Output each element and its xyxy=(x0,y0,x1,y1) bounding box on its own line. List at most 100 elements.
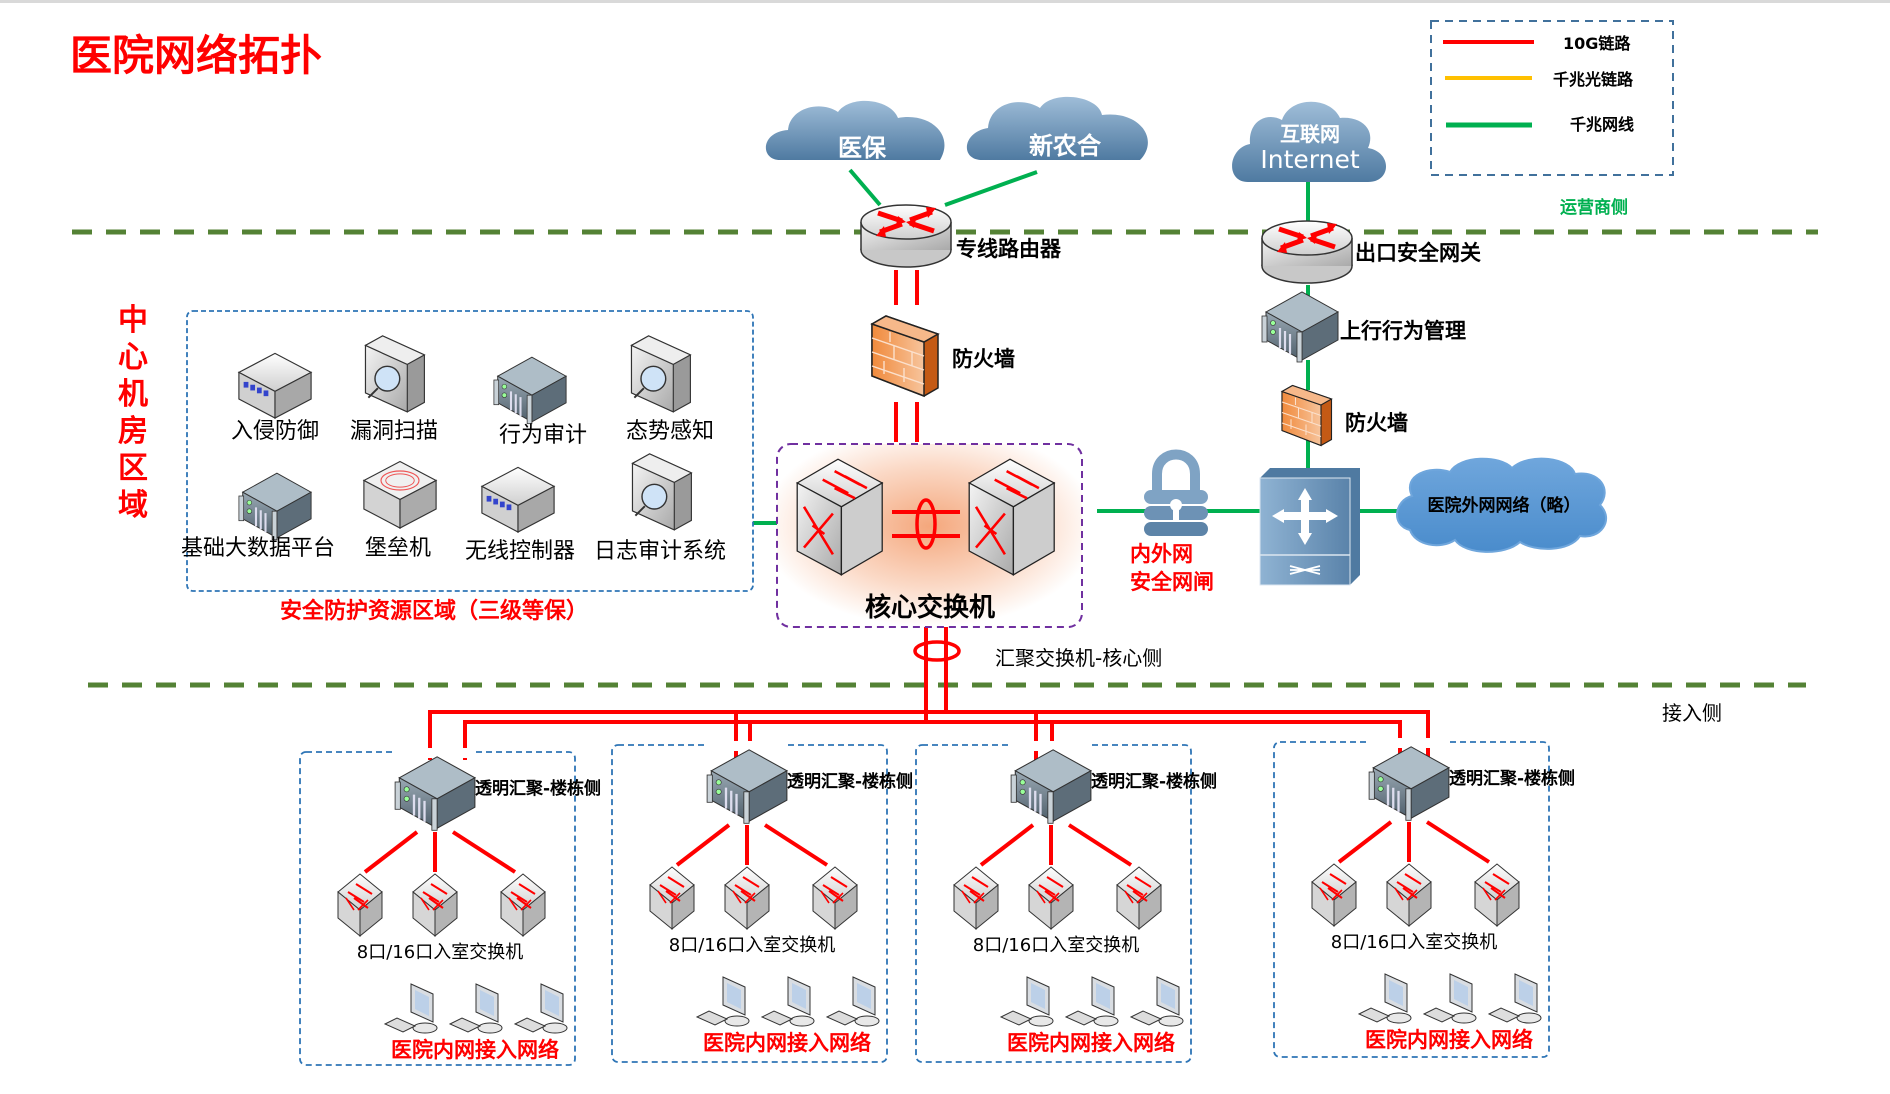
workstation-icon xyxy=(1358,973,1412,1024)
security-item: 漏洞扫描 xyxy=(350,334,438,444)
legend-box xyxy=(1430,20,1674,176)
access-switch-icon xyxy=(953,866,999,930)
access-switch-icon xyxy=(724,866,770,930)
access-links xyxy=(979,823,1133,867)
workstation-icon xyxy=(1065,976,1119,1027)
bastion-icon xyxy=(363,460,437,529)
workstation-icon xyxy=(1488,973,1542,1024)
access-side-label: 接入侧 xyxy=(1662,701,1722,725)
security-item: 堡垒机 xyxy=(363,460,437,561)
workstation-icon xyxy=(384,983,438,1034)
security-item-label: 无线控制器 xyxy=(465,539,575,564)
access-links xyxy=(1337,820,1491,864)
legend-label-copper: 千兆网线 xyxy=(1570,115,1634,134)
access-switch-icon xyxy=(412,873,458,937)
legend-label-10g: 10G链路 xyxy=(1563,34,1631,53)
security-item-label: 日志审计系统 xyxy=(594,539,726,564)
network-label: 医院内网接入网络 xyxy=(1365,1028,1533,1052)
cloud-medical-insurance: 医保 xyxy=(765,100,945,162)
legend: 10G链路 千兆光链路 千兆网线 xyxy=(1430,20,1674,176)
workstation-icon xyxy=(1130,976,1184,1027)
svg-text:新农合: 新农合 xyxy=(1029,132,1102,160)
svg-text:医保: 医保 xyxy=(838,134,887,162)
aggregation-core-side-label: 汇聚交换机-核心侧 xyxy=(995,646,1162,670)
datacenter-zone-label: 中心机房区域 xyxy=(118,303,148,523)
network-label: 医院内网接入网络 xyxy=(391,1038,559,1062)
core-switch-a-icon xyxy=(795,457,884,577)
aggregation-label: 透明汇聚-楼栋侧 xyxy=(787,771,913,792)
access-switch-label: 8口/16口入室交换机 xyxy=(669,935,835,956)
core-switch-group: 核心交换机 xyxy=(776,443,1083,628)
security-item: 日志审计系统 xyxy=(594,452,726,564)
workstation-icon xyxy=(826,976,880,1027)
net-gap-lock-icon xyxy=(1144,449,1208,536)
uplink-behavior-server-icon xyxy=(1260,290,1340,364)
svg-text:互联网: 互联网 xyxy=(1280,122,1340,146)
top-border xyxy=(0,0,1890,3)
net-gap-label-line2: 安全网闸 xyxy=(1130,570,1214,594)
firewall-core-icon xyxy=(871,315,939,397)
scanner-icon xyxy=(631,452,693,531)
aggregation-label: 透明汇聚-楼栋侧 xyxy=(1091,771,1217,792)
gap-switch-icon xyxy=(1259,468,1360,586)
security-item-label: 漏洞扫描 xyxy=(350,419,438,444)
security-item: 行为审计 xyxy=(492,356,587,448)
cloud-rural-coop: 新农合 xyxy=(966,96,1148,160)
egress-gateway-label: 出口安全网关 xyxy=(1355,241,1481,265)
security-item-label: 态势感知 xyxy=(626,419,714,444)
aggregation-server-icon xyxy=(1367,745,1451,822)
access-switch-icon xyxy=(1028,866,1074,930)
lag-bundle-aggregation xyxy=(913,640,961,662)
access-switch-icon xyxy=(337,873,383,937)
uplink-behavior-label: 上行行为管理 xyxy=(1340,319,1466,343)
egress-gateway-icon xyxy=(1262,221,1352,283)
security-item-label: 基础大数据平台 xyxy=(181,536,335,561)
aggregation-server-icon xyxy=(393,755,477,832)
access-links xyxy=(675,823,829,867)
page-title: 医院网络拓扑 xyxy=(70,31,322,80)
server-icon xyxy=(237,472,313,541)
cloud-external-network: 医院外网网络（略） xyxy=(1396,457,1607,553)
svg-text:医院外网网络（略）: 医院外网网络（略） xyxy=(1428,495,1581,516)
network-label: 医院内网接入网络 xyxy=(1007,1031,1175,1055)
access-switch-icon xyxy=(649,866,695,930)
firewall-core-label: 防火墙 xyxy=(952,347,1015,371)
appliance-icon xyxy=(481,466,555,533)
security-item: 态势感知 xyxy=(626,334,714,444)
workstation-icon xyxy=(514,983,568,1034)
workstation-icon xyxy=(1000,976,1054,1027)
security-item-label: 行为审计 xyxy=(499,423,587,448)
security-item: 入侵防御 xyxy=(231,352,319,444)
access-switch-icon xyxy=(1311,863,1357,927)
security-zone-items: 入侵防御 漏洞扫描 行为审计 态势感知基础大数据平台 堡垒机无线控制器日志审计系统 xyxy=(181,334,726,564)
access-switch-icon xyxy=(500,873,546,937)
appliance-icon xyxy=(238,352,312,419)
aggregation-label: 透明汇聚-楼栋侧 xyxy=(475,778,601,799)
svg-text:Internet: Internet xyxy=(1260,145,1359,174)
access-switch-label: 8口/16口入室交换机 xyxy=(1331,932,1497,953)
network-label: 医院内网接入网络 xyxy=(703,1031,871,1055)
access-switch-icon xyxy=(1474,863,1520,927)
security-zone-box xyxy=(186,310,754,592)
link-ruralcoop-router xyxy=(944,170,1038,207)
core-switch-label: 核心交换机 xyxy=(865,592,995,623)
access-switch-icon xyxy=(1116,866,1162,930)
workstation-icon xyxy=(761,976,815,1027)
zone-label-carrier: 运营商侧 xyxy=(1560,197,1628,218)
access-switch-label: 8口/16口入室交换机 xyxy=(357,942,523,963)
workstation-icon xyxy=(1423,973,1477,1024)
aggregation-server-icon xyxy=(705,748,789,825)
access-switch-icon xyxy=(812,866,858,930)
workstation-icon xyxy=(449,983,503,1034)
datacenter-zone-text: 中心机房区域 xyxy=(118,303,148,523)
server-icon xyxy=(492,356,568,425)
aggregation-label: 透明汇聚-楼栋侧 xyxy=(1449,768,1575,789)
link-medins-router xyxy=(848,168,882,207)
security-item-label: 入侵防御 xyxy=(231,419,319,444)
dedicated-router-icon xyxy=(861,205,951,267)
